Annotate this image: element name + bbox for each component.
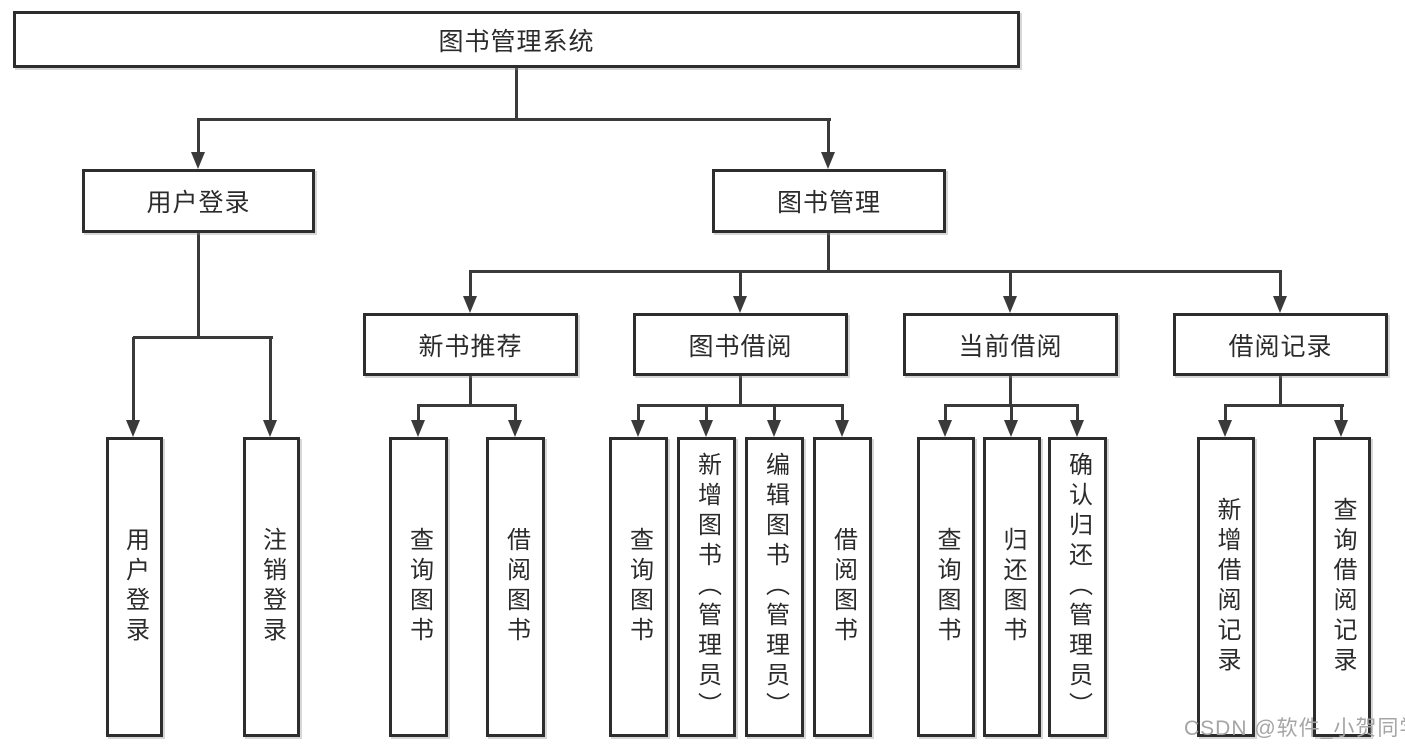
node-current-borrow: 当前借阅 [903,313,1118,376]
arrow-down-icon [821,118,836,169]
leaf-label: 用户登录 [121,527,149,647]
connector-section-stem [1279,375,1282,406]
node-label: 图书借阅 [688,332,793,361]
leaf-query-book-1: 查询图书 [389,437,448,737]
arrow-down-icon [733,271,748,313]
arrow-down-icon [263,337,278,437]
leaf-logout: 注销登录 [243,437,300,737]
leaf-label: 注销登录 [258,527,286,647]
node-label: 当前借阅 [958,332,1063,361]
connector-section-stem [469,375,472,406]
connector-sections-rail [469,270,1282,273]
arrow-down-icon [191,118,206,169]
leaf-label: 确认归还（管理员） [1064,452,1092,722]
connector-management-stem [827,232,830,272]
node-label: 新书推荐 [418,332,523,361]
leaf-add-book-admin: 新增图书（管理员） [677,437,736,737]
connector-login-stem [197,232,200,338]
arrow-down-icon [1070,405,1085,437]
arrow-down-icon [1273,271,1288,313]
leaf-return-book: 归还图书 [983,437,1041,737]
leaf-query-book-3: 查询图书 [917,437,975,737]
leaf-user-login: 用户登录 [106,437,163,737]
arrow-down-icon [699,405,714,437]
leaf-label: 借阅图书 [829,527,857,647]
node-root-label: 图书管理系统 [438,27,595,56]
arrow-down-icon [1218,405,1233,437]
leaf-query-book-2: 查询图书 [609,437,668,737]
leaf-label: 归还图书 [999,527,1026,647]
leaf-label: 借阅图书 [502,527,530,647]
node-book-borrow: 图书借阅 [633,313,848,376]
connector-section-stem [739,375,742,406]
leaf-edit-book-admin: 编辑图书（管理员） [745,437,804,737]
connector-level1-rail [197,118,831,121]
leaf-label: 编辑图书（管理员） [761,452,789,722]
connector-root-stem [515,68,518,119]
leaf-add-borrow-record: 新增借阅记录 [1197,437,1255,737]
connector-leaf-rail [417,404,517,407]
leaf-label: 新增图书（管理员） [693,452,721,722]
leaf-label: 查询图书 [933,527,960,647]
arrow-down-icon [767,405,782,437]
leaf-label: 查询图书 [625,527,653,647]
node-new-book-recommend: 新书推荐 [363,313,578,376]
leaf-borrow-book-2: 借阅图书 [813,437,872,737]
node-book-management-label: 图书管理 [776,189,881,217]
leaf-label: 查询借阅记录 [1329,497,1356,677]
csdn-watermark: CSDN @软件_小贺同学 [1184,717,1405,740]
node-label: 借阅记录 [1228,332,1333,361]
node-book-management: 图书管理 [712,169,946,233]
leaf-borrow-book-1: 借阅图书 [486,437,545,737]
arrow-down-icon [835,405,850,437]
arrow-down-icon [631,405,646,437]
arrow-down-icon [463,271,478,313]
leaf-query-borrow-record: 查询借阅记录 [1313,437,1371,737]
arrow-down-icon [1334,405,1349,437]
connector-section-stem [1009,375,1012,406]
arrow-down-icon [938,405,953,437]
connector-leaf-rail [637,404,844,407]
leaf-label: 查询图书 [405,527,433,647]
arrow-down-icon [508,405,523,437]
node-borrow-record: 借阅记录 [1173,313,1388,376]
node-user-login-label: 用户登录 [146,189,251,217]
leaf-label: 新增借阅记录 [1213,497,1240,677]
arrow-down-icon [411,405,426,437]
arrow-down-icon [1003,271,1018,313]
connector-login-rail [133,336,273,339]
arrow-down-icon [126,337,141,437]
leaf-confirm-return-admin: 确认归还（管理员） [1048,437,1107,737]
connector-leaf-rail [1224,404,1344,407]
node-root: 图书管理系统 [13,11,1020,68]
node-user-login: 用户登录 [82,169,315,233]
arrow-down-icon [1004,405,1019,437]
